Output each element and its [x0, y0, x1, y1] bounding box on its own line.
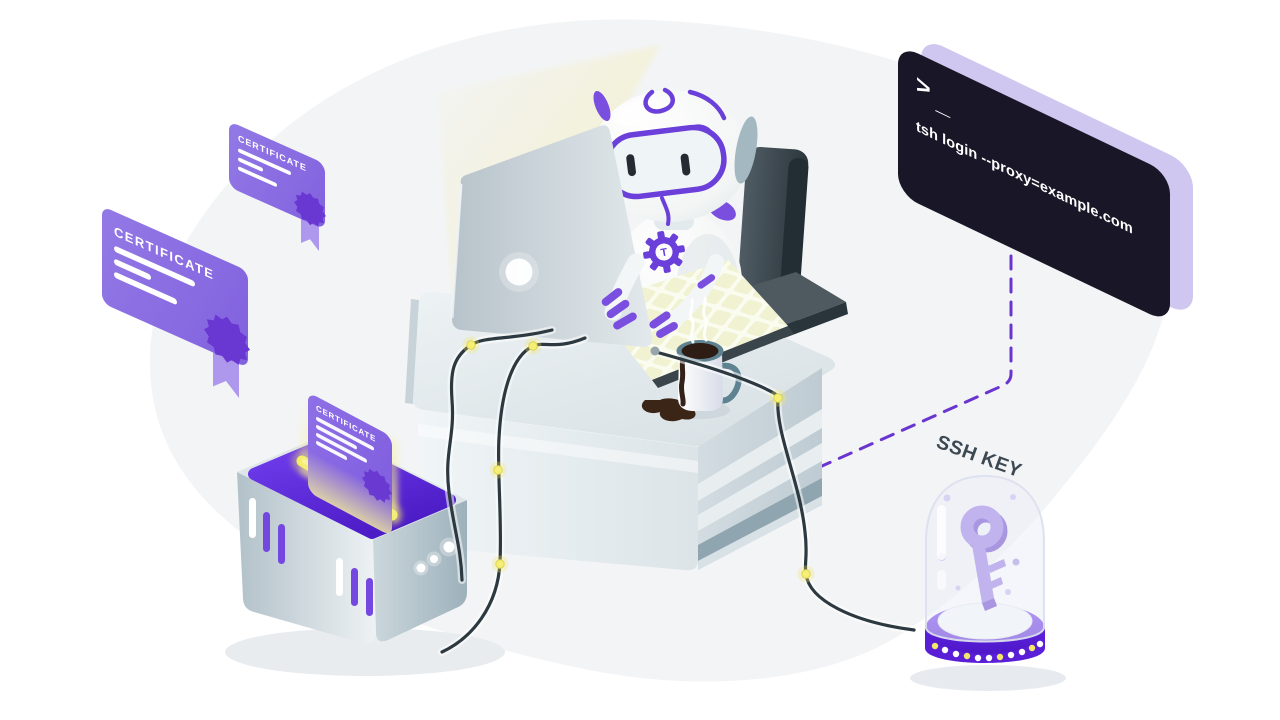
certificate-card-server: CERTIFICATE	[308, 392, 392, 537]
robot-logo-letter: T	[660, 246, 669, 259]
cable	[446, 328, 554, 582]
terminal-cursor-icon: _	[935, 83, 951, 121]
cable-node	[462, 336, 815, 583]
terminal-prompt-chevron: >	[916, 69, 931, 105]
certificate-seal-icon	[294, 191, 326, 227]
laptop-logo-icon	[505, 258, 533, 286]
cable	[654, 350, 916, 632]
robot-antenna-icon	[593, 90, 611, 122]
certificate-card-small: CERTIFICATE	[229, 121, 326, 230]
server-vents	[249, 498, 373, 616]
robot-gear-logo: T	[643, 231, 685, 273]
certificate-card-large: CERTIFICATE	[102, 206, 250, 368]
certificate-seal-icon	[362, 468, 392, 503]
laptop-lid	[452, 125, 653, 347]
dashed-connector	[820, 254, 1013, 468]
laptop	[450, 125, 794, 388]
robot-eye	[680, 153, 691, 176]
dome-base-lights	[931, 640, 1044, 662]
glass-dome	[925, 474, 1045, 643]
robot-eye	[626, 154, 636, 177]
robot-hands	[601, 253, 724, 338]
robot-ear-right	[734, 116, 758, 184]
ssh-key-dome	[910, 474, 1066, 691]
cables	[438, 326, 918, 656]
certificate-seal-icon	[204, 314, 250, 365]
